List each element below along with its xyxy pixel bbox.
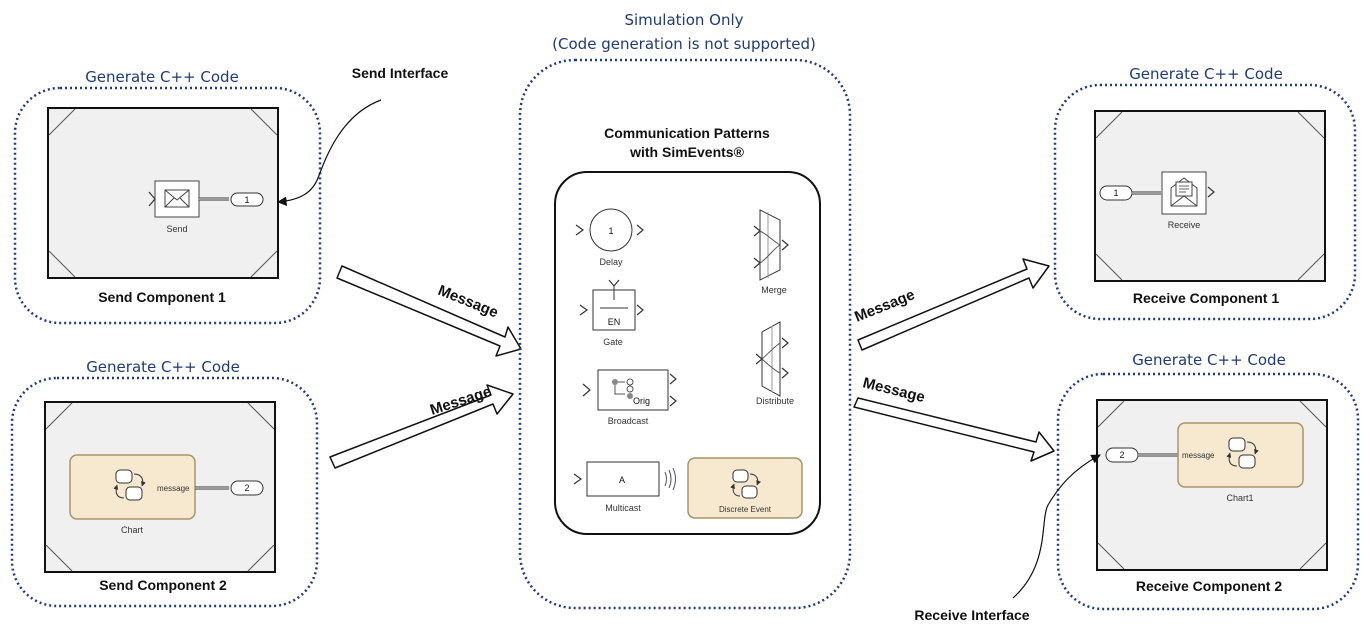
receive-component-2-header: Generate C++ Code xyxy=(1132,351,1286,369)
delay-label: Delay xyxy=(599,257,623,267)
gate-label: Gate xyxy=(603,337,623,347)
simulation-only-header: Simulation Only xyxy=(624,11,743,29)
stateflow-chart-icon xyxy=(730,469,761,499)
stateflow-chart-icon xyxy=(1226,437,1259,469)
send-interface-arrow xyxy=(277,99,382,206)
receive-block-label: Receive xyxy=(1168,220,1201,230)
send-component-2: Generate C++ Code message Chart 2 Send C… xyxy=(10,358,319,608)
receive-block[interactable] xyxy=(1161,171,1215,215)
multicast-label: Multicast xyxy=(605,503,641,513)
send-interface-label: Send Interface xyxy=(352,65,449,81)
codegen-not-supported-header: (Code generation is not supported) xyxy=(552,35,816,53)
simulation-only-border xyxy=(518,58,852,610)
receive-component-2: Generate C++ Code 2 message Chart1 Recei… xyxy=(1056,351,1360,611)
send-component-2-caption: Send Component 2 xyxy=(99,577,227,593)
chart1-block[interactable] xyxy=(1177,422,1304,488)
receive-component-1-caption: Receive Component 1 xyxy=(1133,290,1279,306)
message-arrow-2 xyxy=(329,384,514,469)
receive-in-port-1[interactable]: 1 xyxy=(1099,185,1133,201)
svg-text:2: 2 xyxy=(244,483,249,493)
svg-text:A: A xyxy=(619,475,625,485)
broadcast-label: Broadcast xyxy=(608,416,649,426)
chart-signal-label: message xyxy=(157,484,190,493)
gate-block[interactable]: EN xyxy=(579,279,644,331)
receive-component-1: Generate C++ Code 1 Receive Receive Comp… xyxy=(1053,65,1357,321)
svg-text:1: 1 xyxy=(1113,188,1118,198)
simevents-library: 1 Delay EN Gate Orig Broadcast xyxy=(554,171,821,535)
send-block[interactable] xyxy=(148,180,200,218)
chart-block-label: Chart xyxy=(121,525,144,535)
envelope-icon xyxy=(164,189,190,208)
discrete-event-label: Discrete Event xyxy=(719,505,772,514)
message-arrow-1 xyxy=(336,265,522,357)
chart1-signal-label: message xyxy=(1182,451,1215,460)
receive-component-2-border xyxy=(1056,372,1360,611)
svg-text:1: 1 xyxy=(608,226,613,236)
merge-block[interactable] xyxy=(753,209,789,281)
distribute-block[interactable] xyxy=(755,321,789,397)
send-component-2-header: Generate C++ Code xyxy=(86,358,240,376)
broadcast-block[interactable]: Orig xyxy=(582,369,677,411)
message-arrow-3 xyxy=(857,258,1050,351)
send-component-1-header: Generate C++ Code xyxy=(85,68,239,86)
chart1-block-label: Chart1 xyxy=(1226,493,1253,503)
send-component-2-border xyxy=(10,376,319,608)
receive-interface-arrow xyxy=(1012,454,1101,599)
receive-component-2-caption: Receive Component 2 xyxy=(1136,578,1282,594)
svg-text:1: 1 xyxy=(244,195,249,205)
svg-text:EN: EN xyxy=(608,317,621,327)
distribute-label: Distribute xyxy=(756,396,794,406)
send-out-port-1[interactable]: 1 xyxy=(230,192,264,207)
send-out-port-2[interactable]: 2 xyxy=(230,480,264,496)
delay-block[interactable]: 1 xyxy=(575,208,644,252)
send-component-1-caption: Send Component 1 xyxy=(98,289,226,305)
open-envelope-icon xyxy=(1170,177,1198,207)
message-arrow-4 xyxy=(853,397,1055,462)
receive-component-1-border xyxy=(1053,83,1357,321)
patterns-title-line1: Communication Patterns xyxy=(604,125,770,141)
receive-in-port-2[interactable]: 2 xyxy=(1105,447,1139,463)
send-component-1: Generate C++ Code Send 1 Send Component … xyxy=(13,68,322,325)
svg-text:2: 2 xyxy=(1119,450,1124,460)
simevents-library-frame xyxy=(554,171,821,535)
send-block-label: Send xyxy=(166,224,187,234)
receive-interface-label: Receive Interface xyxy=(914,607,1029,623)
merge-label: Merge xyxy=(761,285,787,295)
receive-component-1-header: Generate C++ Code xyxy=(1129,65,1283,83)
stateflow-chart-icon xyxy=(113,469,146,501)
multicast-block[interactable]: A xyxy=(573,461,676,497)
svg-text:Orig: Orig xyxy=(633,396,650,406)
patterns-title-line2: with SimEvents® xyxy=(629,144,744,160)
discrete-event-block[interactable] xyxy=(687,457,803,519)
